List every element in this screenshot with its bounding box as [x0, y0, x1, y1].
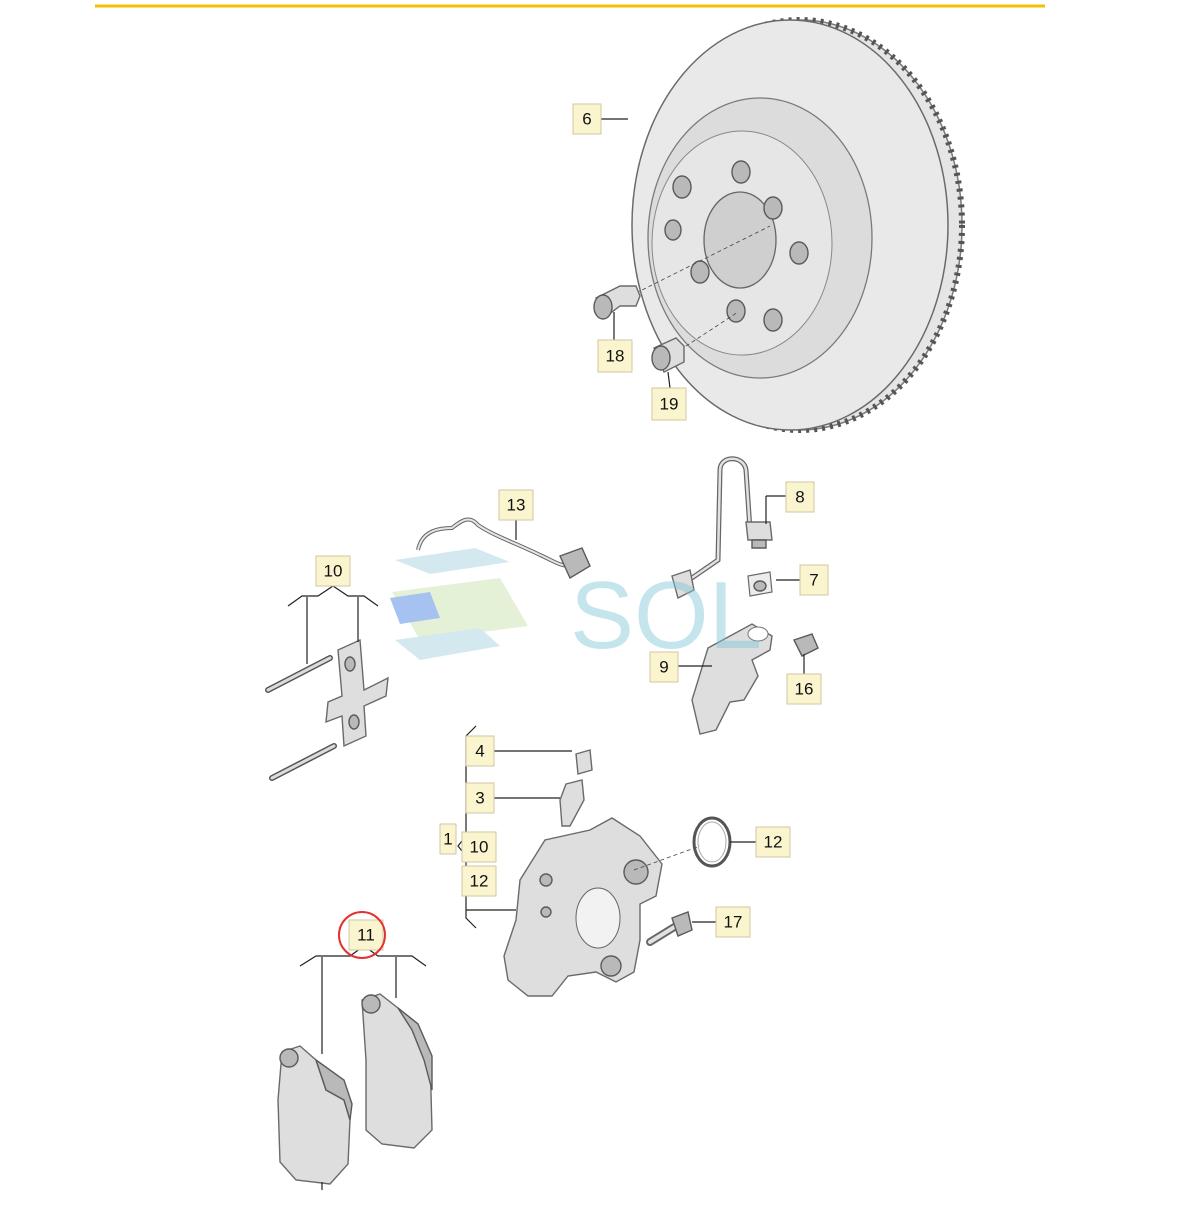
callout-9-label: 9 — [659, 658, 668, 677]
callout-1-label: 1 — [443, 830, 452, 849]
caliper — [503, 749, 663, 997]
brake-line — [671, 456, 773, 600]
watermark: SOL — [390, 548, 762, 669]
callout-8-label: 8 — [795, 488, 804, 507]
pins-and-spring — [265, 638, 389, 781]
callout-18: 18 — [597, 339, 633, 373]
callout-12-caliper: 12 — [461, 865, 497, 897]
callout-12-caliper-label: 12 — [470, 872, 489, 891]
callout-10-caliper: 10 — [461, 831, 497, 863]
callout-13: 13 — [498, 489, 534, 521]
brake-pads — [277, 993, 433, 1185]
callout-18-label: 18 — [606, 347, 625, 366]
callout-4: 4 — [465, 735, 495, 767]
callout-17: 17 — [715, 906, 751, 938]
callout-19: 19 — [651, 387, 687, 421]
callout-1: 1 — [439, 823, 457, 855]
callout-9: 9 — [649, 651, 679, 683]
callout-11-label: 11 — [357, 926, 375, 945]
callout-10-pins: 10 — [315, 555, 351, 587]
brake-disc — [631, 17, 965, 433]
seal-ring — [692, 816, 732, 868]
disc-bolt — [593, 285, 641, 320]
callout-19-label: 19 — [660, 395, 679, 414]
callout-3-label: 3 — [475, 789, 484, 808]
callout-16-label: 16 — [795, 680, 814, 699]
callout-13-label: 13 — [507, 496, 526, 515]
wear-sensor — [416, 517, 591, 580]
callout-7-label: 7 — [809, 571, 818, 590]
callout-8: 8 — [785, 481, 815, 513]
callout-3: 3 — [465, 782, 495, 814]
callout-17-label: 17 — [724, 913, 743, 932]
caliper-bolt — [646, 911, 693, 946]
callout-10-caliper-label: 10 — [470, 838, 489, 857]
disc-plug — [651, 337, 685, 373]
bracket — [691, 571, 819, 735]
callout-12-seal-label: 12 — [764, 833, 783, 852]
callout-7: 7 — [799, 564, 829, 596]
watermark-text: SOL — [570, 562, 762, 669]
callout-6: 6 — [572, 103, 602, 135]
callout-6-label: 6 — [582, 110, 591, 129]
callout-10-pins-label: 10 — [324, 562, 343, 581]
callout-16: 16 — [786, 673, 822, 705]
callout-12-seal: 12 — [755, 826, 791, 858]
callout-4-label: 4 — [475, 742, 484, 761]
callout-11: 11 — [338, 911, 386, 959]
highlight-circle — [338, 911, 386, 959]
